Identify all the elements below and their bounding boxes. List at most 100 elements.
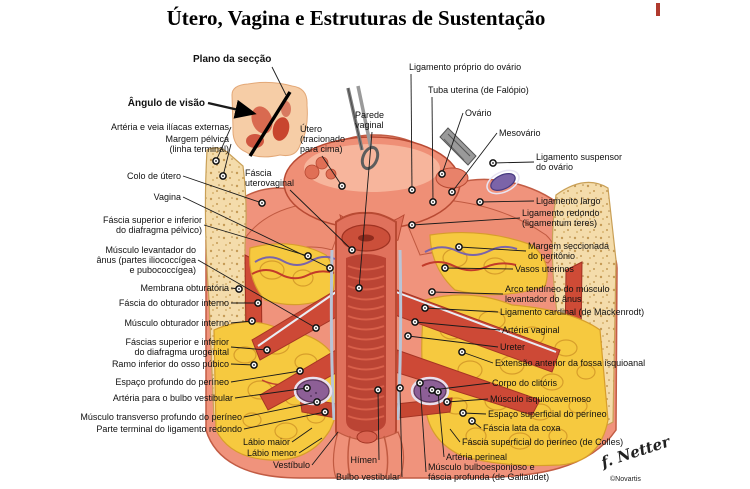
leader-line-ligamento-redondo (411, 217, 521, 226)
leader-line-margem-seccionada (458, 246, 527, 252)
label-ovario: Ovário (465, 108, 492, 118)
marker-dot-espaco-profundo-do-perineo (299, 370, 301, 372)
marker-dot-arteria-perineal (437, 391, 439, 393)
page-title: Útero, Vagina e Estruturas de Sustentaçã… (166, 6, 546, 30)
marker-dot-ovario (441, 173, 443, 175)
marker-dot-parte-terminal-do-ligamento-redondo (324, 411, 326, 413)
tenaculum-forceps (346, 85, 477, 171)
leader-line-ovario (441, 112, 464, 175)
leader-line-labio-menor (298, 437, 323, 454)
leader-line-mesovario (451, 132, 498, 193)
leader-line-ligamento-largo (479, 200, 535, 203)
label-fascia-do-obturador-interno: Fáscia do obturador interno (118, 298, 229, 308)
leader-line-extensao-anterior-da-fossa-isquioanal (461, 351, 494, 364)
leader-line-ligamento-suspensor (492, 161, 535, 164)
marker-dot-vasos-uterinos (444, 267, 446, 269)
label-musculo-levantador-do: Músculo levantador do ânus (partes ilioc… (96, 245, 196, 275)
marker-dot-tuba-uterina-de-falopio (432, 201, 434, 203)
labia (332, 430, 405, 479)
label-ligamento-largo: Ligamento largo (536, 196, 601, 206)
leader-line-fascia (289, 189, 353, 251)
marker-dot-ramo-inferior-do-osso-pubico (253, 364, 255, 366)
leader-line-ligamento-cardinal-de-mackenrodt (424, 307, 499, 313)
marker-dot-fascia-do-obturador-interno (257, 302, 259, 304)
marker-dot-musculo-bulboesponjoso-e (419, 382, 421, 384)
label-musculo-bulboesponjoso-e: Músculo bulboesponjoso e fáscia profunda… (428, 462, 550, 482)
marker-dot-arteria-e-veia-iliacas-externas (215, 160, 217, 162)
label-labio-menor: Lábio menor (246, 448, 297, 458)
marker-dot-himen (377, 389, 379, 391)
leader-line-vasos-uterinos (444, 267, 514, 270)
label-labio-maior: Lábio maior (242, 437, 290, 447)
leader-line-angulo-de-visao (207, 99, 257, 119)
marker-dot-colo-de-utero (261, 202, 263, 204)
vein-cross-section (486, 169, 520, 195)
label-ureter: Ureter (500, 342, 526, 352)
label-membrana-obturatoria: Membrana obturatória (140, 283, 229, 293)
leader-line-himen (377, 389, 380, 461)
marker-dot-musculo-obturador-interno (251, 320, 253, 322)
marker-dot-margem-pelvica (222, 175, 224, 177)
copyright-notice: ©Novartis (610, 476, 641, 483)
label-margem-pelvica: Margem pélvica (linha terminal) (165, 134, 229, 154)
marker-dot-vagina (329, 267, 331, 269)
marker-dot-membrana-obturatoria (238, 288, 240, 290)
marker-dot-musculo-levantador-do (315, 327, 317, 329)
leader-line-arteria-perineal (437, 391, 445, 458)
label-musculo-obturador-interno: Músculo obturador interno (124, 318, 229, 328)
leader-line-margem-pelvica (222, 143, 232, 177)
leader-line-arteria-vaginal (414, 321, 501, 331)
leader-line-bulbo-vestibular (399, 387, 403, 478)
marker-dot-mesovario (451, 191, 453, 193)
marker-dot-fascia-superior-e-inferior (307, 255, 309, 257)
leader-line-plano-da-seccao (271, 66, 287, 96)
levator-ani-muscles (251, 289, 561, 419)
leader-line-espaco-profundo-do-perineo (230, 370, 301, 383)
leader-line-utero (321, 155, 343, 187)
leader-line-colo-de-utero (182, 175, 263, 204)
marker-dot-ligamento-redondo (411, 224, 413, 226)
label-fascia-superficial-do-perineo-de-colles: Fáscia superficial do períneo (de Colles… (462, 437, 624, 447)
label-ligamento-proprio-do-ovario: Ligamento próprio do ovário (409, 62, 522, 72)
leader-line-labio-maior (291, 427, 313, 443)
marker-dot-ligamento-cardinal-de-mackenrodt (424, 307, 426, 309)
label-parede: Parede vaginal (355, 110, 385, 130)
corner-mark (656, 3, 660, 16)
marker-dot-ligamento-suspensor (492, 162, 494, 164)
label-ligamento-redondo: Ligamento redondo (ligamentum teres) (522, 208, 600, 228)
label-corpo-do-clitoris: Corpo do clitóris (492, 378, 558, 388)
label-fascia: Fáscia uterovaginal (245, 168, 295, 188)
marker-dot-musculo-transverso-profundo-do-perineo (316, 401, 318, 403)
marker-dot-corpo-do-clitoris (431, 389, 433, 391)
label-arteria-e-veia-iliacas-externas: Artéria e veia ilíacas externas (110, 122, 229, 132)
leader-line-corpo-do-clitoris (431, 382, 491, 391)
label-vasos-uterinos: Vasos uterinos (515, 264, 574, 274)
label-parte-terminal-do-ligamento-redondo: Parte terminal do ligamento redondo (96, 424, 242, 434)
label-mesovario: Mesovário (499, 128, 541, 138)
label-fascia-lata-da-coxa: Fáscia lata da coxa (483, 423, 561, 433)
label-arteria-perineal: Artéria perineal (446, 452, 508, 462)
label-vagina: Vagina (153, 192, 181, 202)
leader-line-tuba-uterina-de-falopio (431, 96, 434, 203)
marker-dot-arteria-para-o-bulbo-vestibular (306, 387, 308, 389)
label-fascias-superior-e-inferior: Fáscias superior e inferior do diafragma… (125, 337, 229, 357)
marker-dot-fascia-lata-da-coxa (471, 420, 473, 422)
marker-dot-arco-tendineo-do-musculo (431, 291, 433, 293)
vagina (329, 211, 403, 448)
leader-line-vestibulo (311, 431, 339, 466)
label-ligamento-suspensor: Ligamento suspensor do ovário (536, 152, 623, 172)
leader-line-ligamento-proprio-do-ovario (410, 73, 413, 191)
label-utero: Útero (tracionado para cima) (300, 124, 346, 154)
leader-line-ureter (407, 335, 499, 348)
marker-dot-ureter (407, 335, 409, 337)
marker-dot-utero (341, 185, 343, 187)
label-colo-de-utero: Colo de útero (126, 171, 181, 181)
leader-line-musculo-bulboesponjoso-e (419, 382, 427, 473)
marker-dot-extensao-anterior-da-fossa-isquioanal (461, 351, 463, 353)
marker-dot-parede (358, 287, 360, 289)
label-bulbo-vestibular: Bulbo vestibular (335, 472, 400, 482)
leader-line-fascias-superior-e-inferior (230, 346, 268, 351)
section-plane-inset (231, 81, 308, 158)
